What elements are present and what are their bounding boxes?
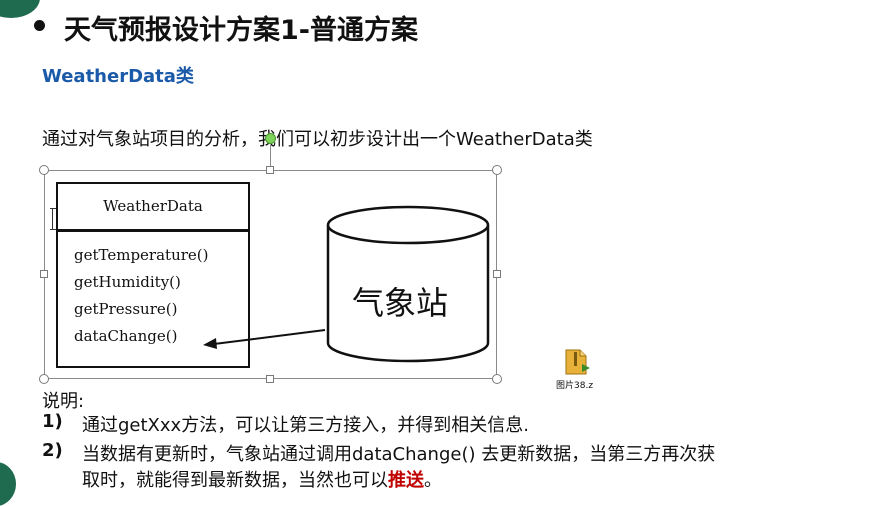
title-bullet xyxy=(34,20,45,31)
method-item: dataChange() xyxy=(74,327,178,345)
resize-handle-top[interactable] xyxy=(266,166,274,174)
note-text: 当数据有更新时，气象站通过调用dataChange() 去更新数据，当第三方再次… xyxy=(82,444,716,465)
file-label[interactable]: 图片38.z xyxy=(556,381,594,391)
call-arrow xyxy=(203,329,326,349)
push-emphasis: 推送 xyxy=(388,470,424,491)
weather-station-label: 气象站 xyxy=(352,284,449,322)
resize-handle-left[interactable] xyxy=(40,270,48,278)
note-text-part: 取时，就能得到最新数据，当然也可以 xyxy=(82,470,388,491)
text-cursor-icon xyxy=(50,208,56,230)
weather-station-cylinder[interactable] xyxy=(325,205,491,365)
method-list: getTemperature() getHumidity() getPressu… xyxy=(74,242,208,350)
resize-handle-top-left[interactable] xyxy=(39,165,49,175)
method-item: getHumidity() xyxy=(74,273,181,291)
rotate-stem xyxy=(270,145,271,170)
resize-handle-bottom-right[interactable] xyxy=(492,374,502,384)
class-name: WeatherData xyxy=(58,184,248,232)
note-text-tail: 。 xyxy=(424,470,442,491)
resize-handle-right[interactable] xyxy=(493,270,501,278)
slide-title: 天气预报设计方案1-普通方案 xyxy=(64,15,418,46)
intro-text: 通过对气象站项目的分析，我们可以初步设计出一个WeatherData类 xyxy=(42,129,593,150)
zip-file-icon[interactable] xyxy=(562,346,592,376)
note-number: 2) xyxy=(42,440,63,461)
rotate-handle[interactable] xyxy=(265,133,276,144)
resize-handle-bottom-left[interactable] xyxy=(39,374,49,384)
resize-handle-bottom[interactable] xyxy=(266,375,274,383)
notes-heading: 说明: xyxy=(42,391,85,412)
weatherdata-class-box[interactable]: WeatherData getTemperature() getHumidity… xyxy=(56,182,250,368)
slide-subtitle: WeatherData类 xyxy=(42,66,194,87)
method-item: getPressure() xyxy=(74,300,178,318)
method-item: getTemperature() xyxy=(74,246,209,264)
note-text: 通过getXxx方法，可以让第三方接入，并得到相关信息. xyxy=(82,415,529,436)
note-number: 1) xyxy=(42,411,63,432)
resize-handle-top-right[interactable] xyxy=(492,165,502,175)
note-text-line2: 取时，就能得到最新数据，当然也可以推送。 xyxy=(82,466,442,492)
